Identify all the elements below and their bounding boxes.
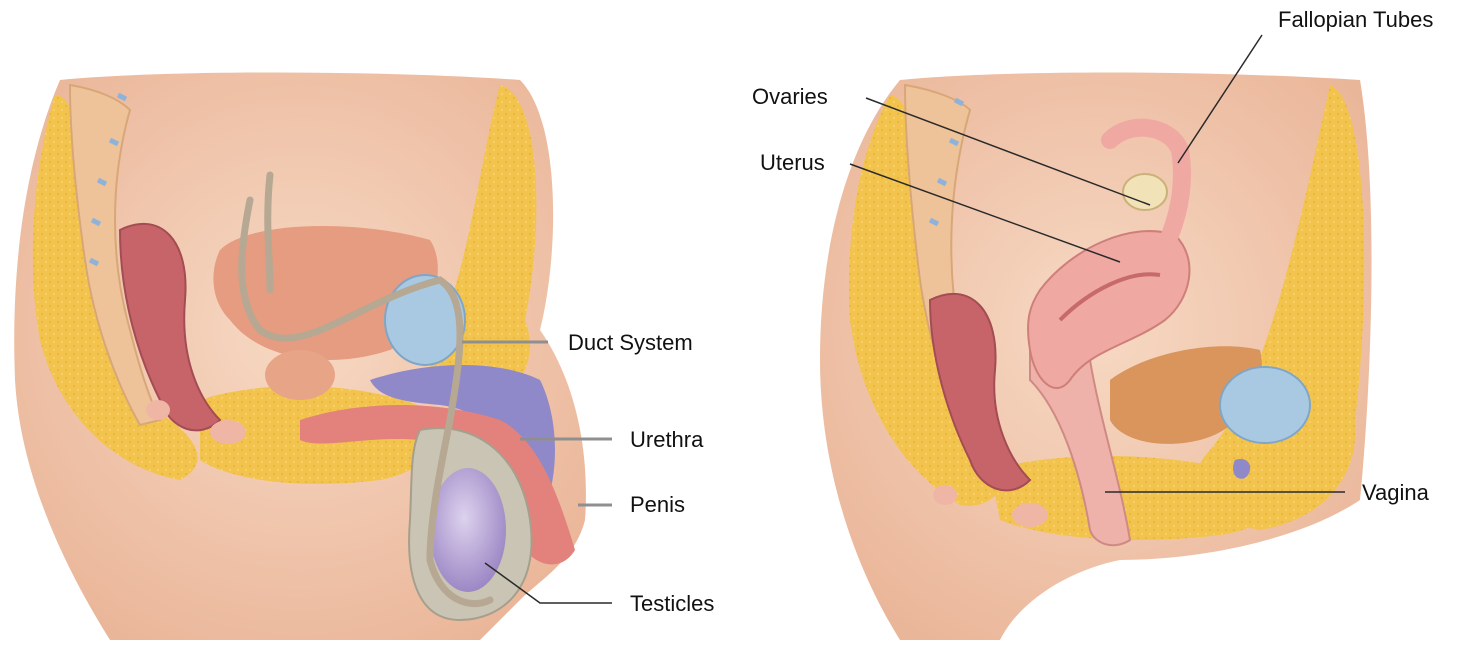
male-anatomy-illustration <box>14 73 586 641</box>
label-urethra: Urethra <box>630 427 704 452</box>
label-penis: Penis <box>630 492 685 517</box>
male-testicle <box>430 468 506 592</box>
male-prostate <box>265 350 335 400</box>
male-pubic-bone <box>210 420 246 444</box>
label-ovaries: Ovaries <box>752 84 828 109</box>
female-ovary <box>1123 174 1167 210</box>
female-tailbone <box>933 485 957 505</box>
female-bladder <box>1220 367 1310 443</box>
female-anatomy-illustration <box>820 73 1372 641</box>
label-fallopian-tubes: Fallopian Tubes <box>1278 7 1433 32</box>
label-duct-system: Duct System <box>568 330 693 355</box>
label-testicles: Testicles <box>630 591 714 616</box>
female-pubic-bone <box>1012 503 1048 527</box>
label-uterus: Uterus <box>760 150 825 175</box>
label-vagina: Vagina <box>1362 480 1430 505</box>
male-tailbone <box>146 400 170 420</box>
